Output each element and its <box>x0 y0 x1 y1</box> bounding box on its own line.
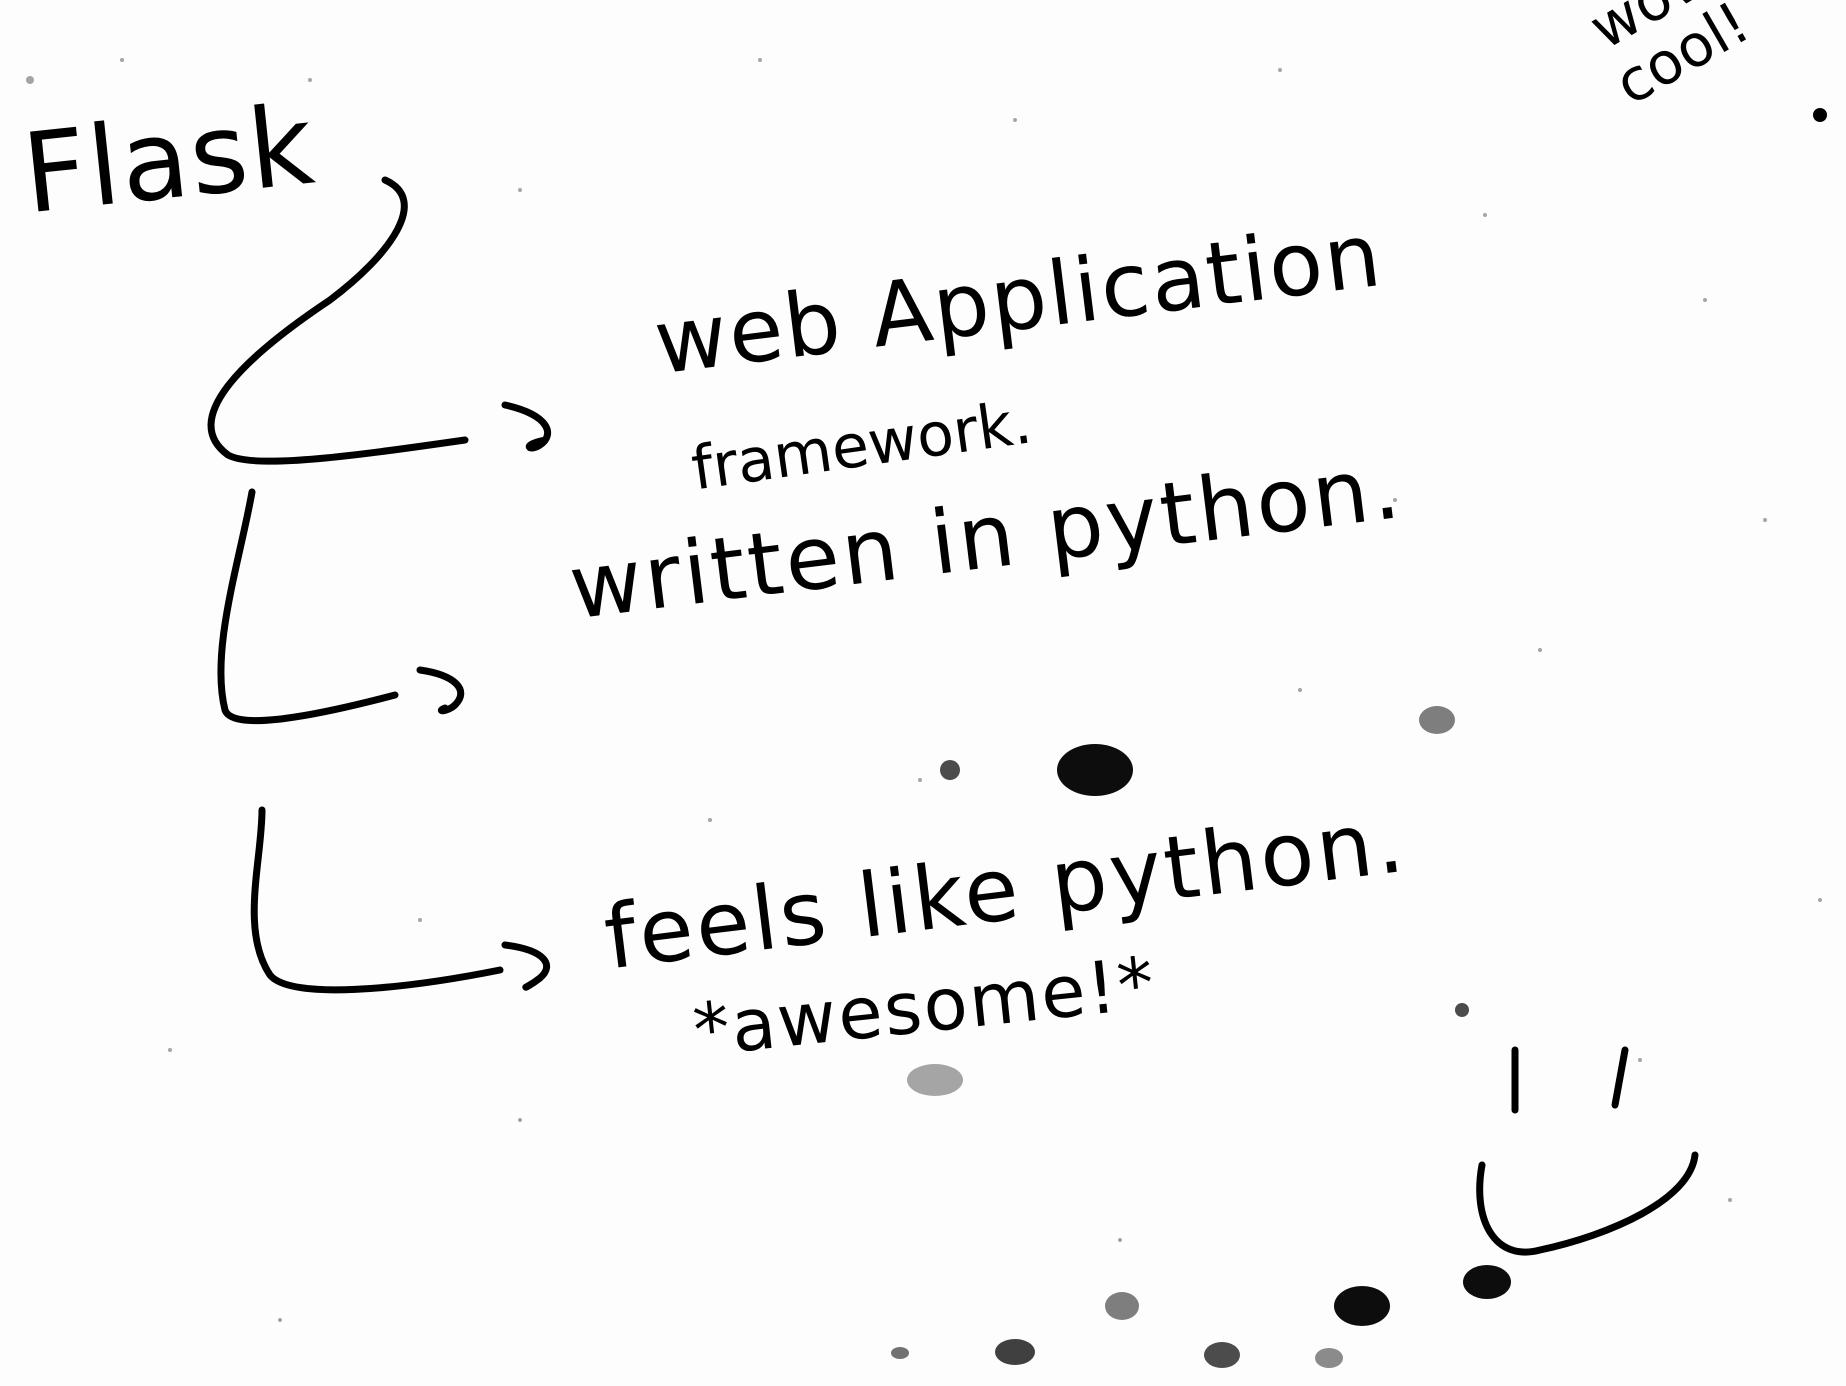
branch-curve-top <box>207 176 469 465</box>
arrow-head-3 <box>501 941 550 991</box>
smiley-eye-right <box>1611 1046 1629 1109</box>
branch-curve-middle <box>217 488 399 725</box>
arrow-head-2 <box>416 666 465 715</box>
note-title: Flask <box>17 80 322 239</box>
branch-curve-bottom <box>250 806 504 994</box>
smiley-mouth <box>1476 1151 1699 1256</box>
arrow-head-1 <box>501 401 552 452</box>
